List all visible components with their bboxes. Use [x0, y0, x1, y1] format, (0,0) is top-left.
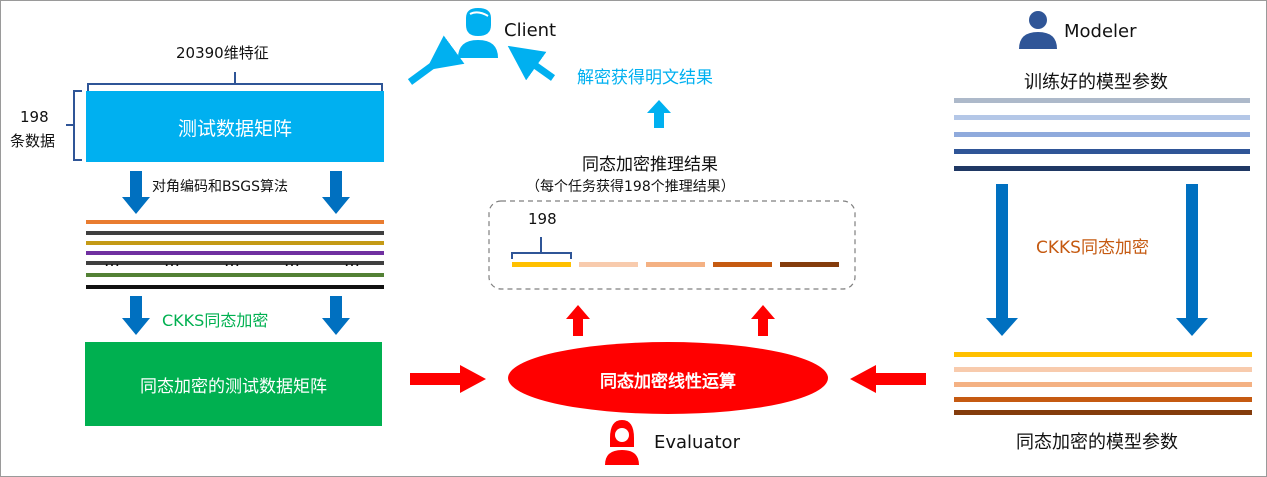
dots-3: …	[224, 251, 240, 270]
trained-params-label: 训练好的模型参数	[1024, 72, 1168, 93]
rows-brace	[66, 90, 82, 161]
encrypted-param-stripe-0	[954, 352, 1252, 357]
result-subtitle: （每个任务获得198个推理结果）	[526, 179, 735, 195]
dots-4: …	[284, 251, 300, 270]
encrypted-param-stripes	[954, 352, 1252, 415]
encrypted-param-stripe-1	[954, 367, 1252, 372]
model-param-stripe-2	[954, 132, 1250, 137]
encoded-stripe-2	[86, 241, 384, 245]
encrypted-params-label: 同态加密的模型参数	[1016, 432, 1178, 453]
linear-op-ellipse	[508, 342, 828, 414]
model-param-stripe-1	[954, 115, 1250, 120]
dots-1: …	[104, 251, 120, 270]
result-segments	[512, 262, 839, 267]
dots-2: …	[164, 251, 180, 270]
rows-count-unit: 条数据	[10, 132, 56, 150]
encoded-stripe-0	[86, 220, 384, 224]
model-param-stripes	[954, 98, 1250, 171]
test-matrix-label: 测试数据矩阵	[177, 118, 292, 140]
encrypted-matrix-label: 同态加密的测试数据矩阵	[140, 377, 327, 397]
ckks-arrows-left	[122, 296, 350, 335]
dots-5: …	[344, 251, 360, 270]
model-param-stripe-0	[954, 98, 1250, 103]
modeler-icon	[1019, 11, 1057, 49]
modeler-name: Modeler	[1064, 21, 1137, 42]
decrypt-label: 解密获得明文结果	[577, 68, 713, 88]
left-ckks-label: CKKS同态加密	[162, 311, 269, 330]
arrow-to-client-left	[407, 35, 465, 85]
encrypted-matrix-box	[85, 342, 382, 426]
arrow-to-client-right	[507, 45, 556, 81]
encoded-stripe-1	[86, 231, 384, 235]
evaluator-name: Evaluator	[654, 432, 740, 453]
encoded-stripes	[86, 220, 384, 289]
encoded-stripe-4	[86, 261, 384, 265]
encrypted-param-stripe-4	[954, 410, 1252, 415]
feature-brace	[87, 72, 383, 92]
encoded-stripe-5	[86, 273, 384, 277]
test-matrix-box	[86, 91, 384, 162]
linear-op-label: 同态加密线性运算	[600, 372, 736, 392]
result-segment-3	[713, 262, 772, 267]
encoded-stripe-6	[86, 285, 384, 289]
rows-count-number: 198	[20, 108, 49, 126]
result-segment-1	[579, 262, 638, 267]
encode-arrows	[122, 171, 350, 214]
encrypted-param-stripe-3	[954, 397, 1252, 402]
result-brace	[511, 237, 572, 259]
result-segment-4	[780, 262, 839, 267]
model-param-stripe-3	[954, 149, 1250, 154]
red-arrow-right	[850, 365, 926, 393]
result-brace-label: 198	[528, 210, 557, 228]
red-arrow-left	[410, 365, 486, 393]
encode-label: 对角编码和BSGS算法	[152, 179, 288, 195]
evaluator-icon	[605, 420, 639, 465]
red-up-arrows	[566, 305, 775, 336]
client-name: Client	[504, 20, 557, 41]
model-param-stripe-4	[954, 166, 1250, 171]
encrypted-param-stripe-2	[954, 382, 1252, 387]
decrypt-up-arrow	[647, 100, 671, 128]
result-title: 同态加密推理结果	[582, 155, 718, 175]
encoded-stripe-3	[86, 251, 384, 255]
result-segment-2	[646, 262, 705, 267]
feature-count-label: 20390维特征	[176, 44, 269, 62]
ckks-arrows-right	[986, 184, 1208, 336]
client-icon	[458, 8, 498, 58]
right-ckks-label: CKKS同态加密	[1036, 238, 1149, 258]
result-segment-0	[512, 262, 571, 267]
results-box	[488, 200, 856, 290]
